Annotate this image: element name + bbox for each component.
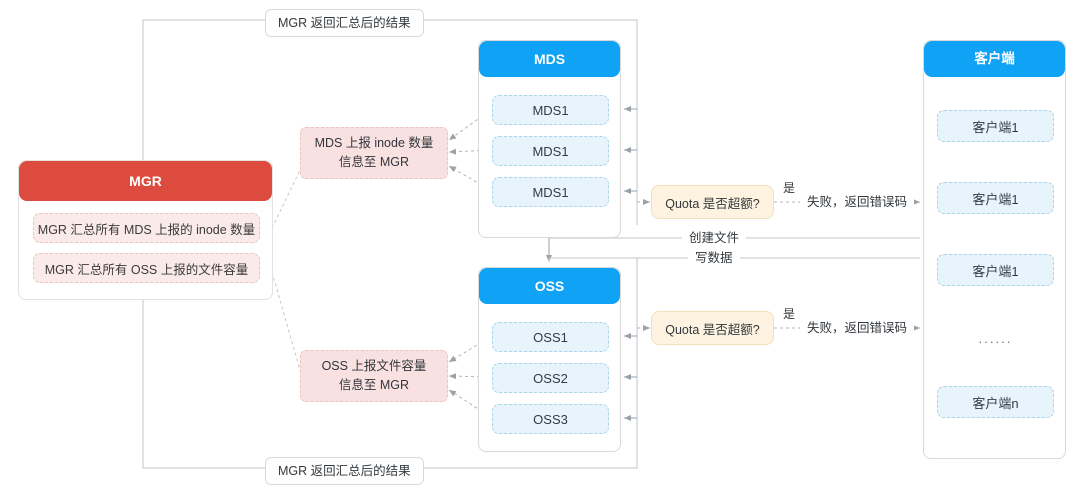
client-node-ellipsis: ......	[978, 330, 1013, 346]
mgr-header: MGR	[19, 161, 272, 201]
quota-bottom-result-label: 失败，返回错误码	[800, 320, 915, 336]
label-mgr-return-top: MGR 返回汇总后的结果	[265, 9, 424, 37]
flow-label-create-file: 创建文件	[682, 230, 747, 246]
oss-node-2[interactable]: OSS2	[492, 363, 609, 393]
mds-node-3[interactable]: MDS1	[492, 177, 609, 207]
report-box-oss: OSS 上报文件容量 信息至 MGR	[300, 350, 448, 402]
report-mds-line2: 信息至 MGR	[338, 155, 410, 169]
oss-panel: OSS OSS1 OSS2 OSS3	[478, 267, 621, 452]
mgr-panel: MGR MGR 汇总所有 MDS 上报的 inode 数量 MGR 汇总所有 O…	[18, 160, 273, 300]
oss-panel-header: OSS	[479, 268, 620, 304]
report-mds-line1: MDS 上报 inode 数量	[314, 135, 434, 150]
report-box-mds: MDS 上报 inode 数量 信息至 MGR	[300, 127, 448, 179]
client-panel: 客户端 客户端1 客户端1 客户端1 ...... 客户端n	[923, 40, 1066, 459]
client-node-3[interactable]: 客户端1	[937, 254, 1054, 286]
mgr-item-mds-inode[interactable]: MGR 汇总所有 MDS 上报的 inode 数量	[33, 213, 260, 243]
quota-top-yes-label: 是	[783, 181, 796, 195]
flow-label-write-data: 写数据	[688, 250, 740, 266]
oss-node-1[interactable]: OSS1	[492, 322, 609, 352]
oss-node-3[interactable]: OSS3	[492, 404, 609, 434]
mds-node-1[interactable]: MDS1	[492, 95, 609, 125]
mds-node-2[interactable]: MDS1	[492, 136, 609, 166]
mds-panel-header: MDS	[479, 41, 620, 77]
quota-decision-top[interactable]: Quota 是否超额?	[651, 185, 774, 219]
quota-bottom-yes-label: 是	[783, 307, 796, 321]
client-panel-header: 客户端	[924, 41, 1065, 77]
client-node-2[interactable]: 客户端1	[937, 182, 1054, 214]
client-node-n[interactable]: 客户端n	[937, 386, 1054, 418]
quota-top-result-label: 失败，返回错误码	[800, 194, 915, 210]
mds-panel: MDS MDS1 MDS1 MDS1	[478, 40, 621, 238]
label-mgr-return-bottom: MGR 返回汇总后的结果	[265, 457, 424, 485]
client-node-1[interactable]: 客户端1	[937, 110, 1054, 142]
quota-decision-bottom[interactable]: Quota 是否超额?	[651, 311, 774, 345]
report-oss-line2: 信息至 MGR	[338, 378, 410, 392]
mgr-item-oss-capacity[interactable]: MGR 汇总所有 OSS 上报的文件容量	[33, 253, 260, 283]
report-oss-line1: OSS 上报文件容量	[321, 358, 427, 373]
